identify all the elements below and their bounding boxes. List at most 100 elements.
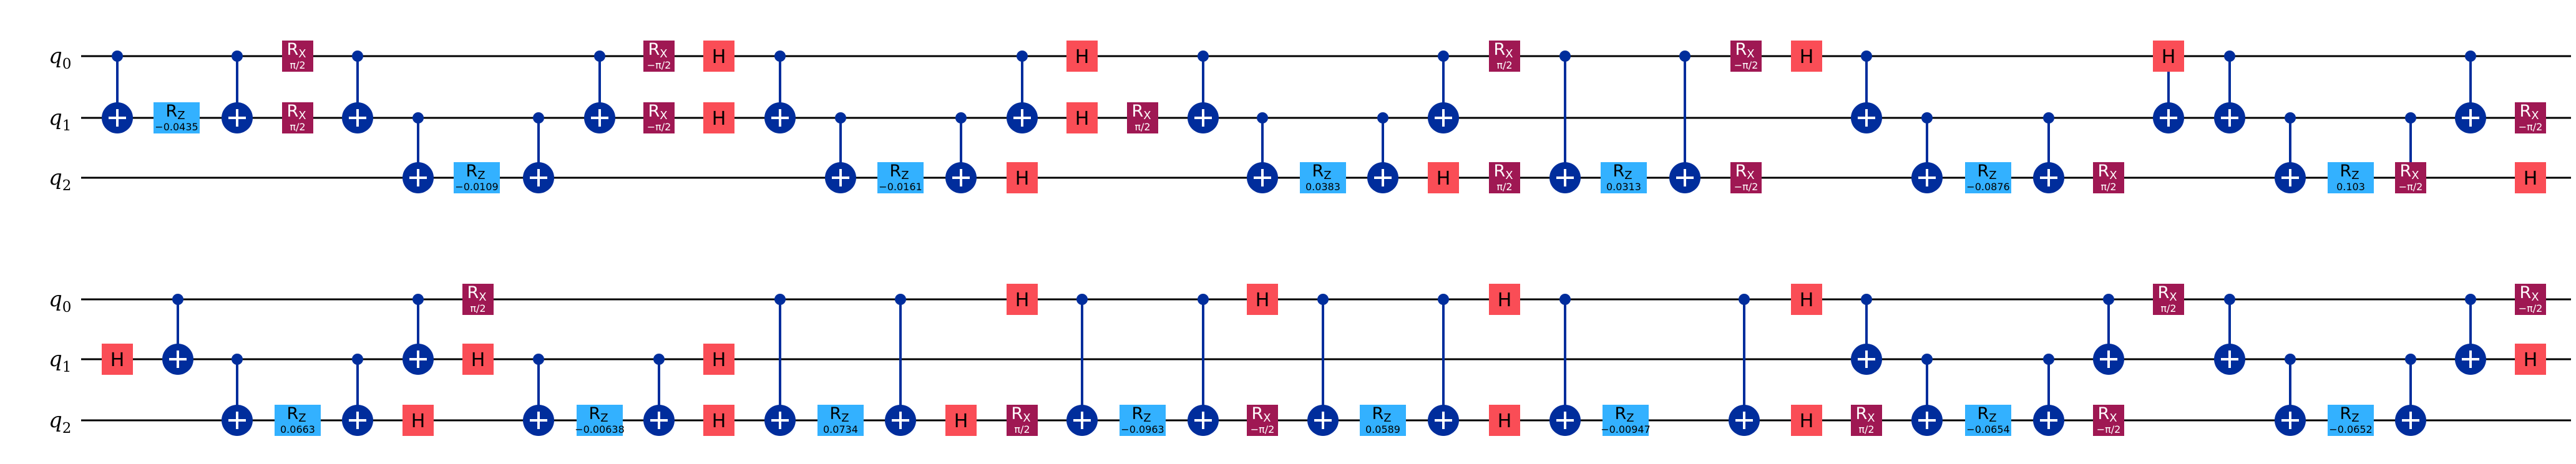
cnot-target-icon <box>523 162 554 193</box>
h-gate-box <box>1428 162 1459 193</box>
cnot-target-icon <box>162 344 193 375</box>
rx-gate: RX−π/2 <box>2093 404 2124 436</box>
cnot-gate <box>764 51 796 133</box>
qubit-label-base: q <box>49 287 62 312</box>
cnot-target-icon <box>2214 344 2245 375</box>
cnot-target-icon <box>2033 162 2064 193</box>
control-dot-icon <box>895 294 906 305</box>
control-dot-icon <box>2043 112 2054 123</box>
rz-gate: RZ−0.0963 <box>1120 404 1166 436</box>
rx-gate: RX−π/2 <box>643 102 675 133</box>
cnot-target-icon <box>584 102 615 133</box>
cnot-gate <box>1549 51 1581 193</box>
control-dot-icon <box>2285 354 2296 365</box>
rz-gate-label: RZ <box>588 404 608 425</box>
rx-gate: RX−π/2 <box>643 40 675 72</box>
h-gate: H <box>703 344 734 375</box>
h-gate-box <box>1247 284 1278 315</box>
rx-gate-box <box>1730 41 1762 72</box>
rz-gate-box <box>817 405 864 436</box>
rx-gate-label: RX <box>1493 40 1513 60</box>
rx-gate: RX−π/2 <box>1730 162 1762 193</box>
rz-gate-param: −0.0876 <box>1966 181 2009 193</box>
cnot-target-icon <box>1066 405 1098 436</box>
cnot-target-icon <box>1549 405 1581 436</box>
cnot-target-icon <box>764 102 796 133</box>
cnot-gate <box>764 294 796 436</box>
rx-gate-box <box>1127 102 1158 133</box>
control-dot-icon <box>412 294 424 305</box>
h-gate-box <box>462 344 494 375</box>
rz-gate-box <box>1120 405 1166 436</box>
h-gate-label: H <box>1075 108 1090 130</box>
control-dot-icon <box>533 112 544 123</box>
rx-gate-label: RX <box>2097 404 2117 425</box>
control-dot-icon <box>352 354 363 365</box>
circuit-row-1: q0q1q2RZ−0.0435RXπ/2RXπ/2RZ−0.0109RX−π/2… <box>49 40 2571 194</box>
cnot-target-icon <box>222 405 253 436</box>
h-gate-label: H <box>1015 168 1030 190</box>
cnot-target-icon <box>1549 162 1581 193</box>
h-gate: H <box>1489 405 1520 436</box>
h-gate-label: H <box>1800 289 1814 311</box>
rz-gate: RZ−0.0435 <box>154 102 200 133</box>
cnot-gate <box>1066 294 1098 436</box>
cnot-target-icon <box>764 405 796 436</box>
cnot-gate <box>2033 354 2064 436</box>
rx-gate-param: π/2 <box>290 59 305 71</box>
cnot-gate <box>2275 112 2306 193</box>
rz-gate: RZ−0.0876 <box>1965 162 2011 193</box>
cnot-gate <box>402 112 434 193</box>
h-gate-box <box>703 102 734 133</box>
h-gate: H <box>1066 102 1098 133</box>
rz-gate: RZ−0.0161 <box>877 162 924 193</box>
cnot-gate <box>342 354 373 436</box>
cnot-gate <box>2033 112 2064 193</box>
rz-gate-label: RZ <box>165 102 185 122</box>
cnot-target-icon <box>2033 405 2064 436</box>
rz-gate-box <box>1965 405 2011 436</box>
h-gate: H <box>1791 284 1822 315</box>
rx-gate-label: RX <box>1251 404 1271 425</box>
control-dot-icon <box>112 51 123 62</box>
cnot-target-icon <box>342 405 373 436</box>
h-gate-box <box>703 344 734 375</box>
cnot-target-icon <box>402 344 434 375</box>
rx-gate-label: RX <box>1131 102 1151 122</box>
rx-gate: RX−π/2 <box>2515 283 2546 315</box>
cnot-gate <box>1669 51 1700 193</box>
qubit-label-q1: q1 <box>49 105 71 134</box>
rx-gate-label: RX <box>467 283 486 304</box>
rz-gate-box <box>1603 405 1649 436</box>
rx-gate-label: RX <box>1011 404 1030 425</box>
rx-gate-box <box>2515 102 2546 133</box>
rx-gate-box <box>1007 405 1038 436</box>
rz-gate: RZ−0.0654 <box>1965 404 2011 436</box>
qubit-label-q2: q2 <box>49 165 71 194</box>
h-gate: H <box>703 41 734 72</box>
rx-gate-box <box>282 41 313 72</box>
qubit-label-q0: q0 <box>49 44 71 72</box>
rz-gate: RZ−0.00947 <box>1601 404 1651 436</box>
rz-gate-box <box>1601 162 1647 193</box>
cnot-gate <box>222 354 253 436</box>
rz-gate-param: −0.0161 <box>879 181 922 193</box>
cnot-gate <box>342 51 373 133</box>
rx-gate: RX−π/2 <box>1730 40 1762 72</box>
rz-gate-label: RZ <box>2339 404 2359 425</box>
h-gate: H <box>945 405 977 436</box>
cnot-gate <box>1851 294 1882 375</box>
rz-gate-label: RZ <box>1612 162 1632 182</box>
h-gate-box <box>1007 284 1038 315</box>
h-gate-box <box>945 405 977 436</box>
h-gate-label: H <box>2524 349 2538 371</box>
qubit-label-base: q <box>49 105 62 130</box>
h-gate: H <box>2515 344 2546 375</box>
control-dot-icon <box>2224 51 2235 62</box>
control-dot-icon <box>835 112 846 123</box>
rx-gate-label: RX <box>2399 162 2419 182</box>
cnot-gate <box>1549 294 1581 436</box>
rx-gate-box <box>2093 405 2124 436</box>
cnot-target-icon <box>1851 102 1882 133</box>
